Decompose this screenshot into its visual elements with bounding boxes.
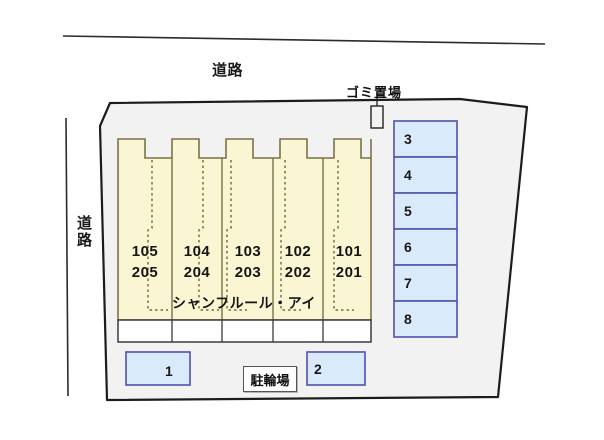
entrance-corridor-strip: [117, 319, 372, 343]
bicycle-parking-label: 駐輪場: [243, 366, 297, 392]
unit-interior-dotted-5: [333, 160, 354, 311]
unit-label-102: 102: [284, 243, 312, 260]
parking-space-8[interactable]: [393, 300, 458, 338]
unit-label-201: 201: [335, 264, 363, 281]
road-left-edge-line: [65, 117, 69, 397]
parking-label-6: 6: [404, 239, 413, 255]
parking-space-3[interactable]: [393, 120, 458, 158]
parking-space-1[interactable]: [125, 351, 191, 386]
garbage-station-label: ゴミ置場: [346, 85, 403, 100]
parking-space-7[interactable]: [393, 264, 458, 302]
building-name-label: シャンフルール・アイ: [172, 295, 316, 311]
unit-interior-dotted-1: [147, 160, 168, 311]
parking-label-5: 5: [404, 203, 413, 219]
unit-label-104: 104: [183, 243, 211, 260]
parking-label-1: 1: [165, 363, 174, 379]
parking-space-5[interactable]: [393, 192, 458, 230]
parking-space-4[interactable]: [393, 156, 458, 194]
garbage-station-marker: [370, 105, 384, 129]
unit-label-202: 202: [284, 264, 312, 281]
unit-label-101: 101: [335, 243, 363, 260]
road-top-edge-line: [62, 35, 546, 45]
parking-label-3: 3: [404, 131, 413, 147]
unit-label-205: 205: [131, 264, 159, 281]
road-left-label: 道路: [75, 215, 92, 249]
apartment-building-block: [117, 138, 372, 321]
unit-label-103: 103: [234, 243, 262, 260]
unit-interior-dotted-4: [280, 160, 301, 311]
unit-label-105: 105: [131, 243, 159, 260]
parking-label-4: 4: [404, 167, 413, 183]
unit-interior-dotted-2: [198, 160, 219, 311]
parking-label-2: 2: [314, 361, 323, 377]
parking-space-2[interactable]: [306, 351, 366, 386]
parking-label-7: 7: [404, 275, 413, 291]
unit-label-204: 204: [183, 264, 211, 281]
unit-label-203: 203: [234, 264, 262, 281]
parking-space-6[interactable]: [393, 228, 458, 266]
unit-interior-dotted-3: [226, 160, 247, 311]
road-top-label: 道路: [212, 62, 244, 79]
parking-label-8: 8: [404, 311, 413, 327]
